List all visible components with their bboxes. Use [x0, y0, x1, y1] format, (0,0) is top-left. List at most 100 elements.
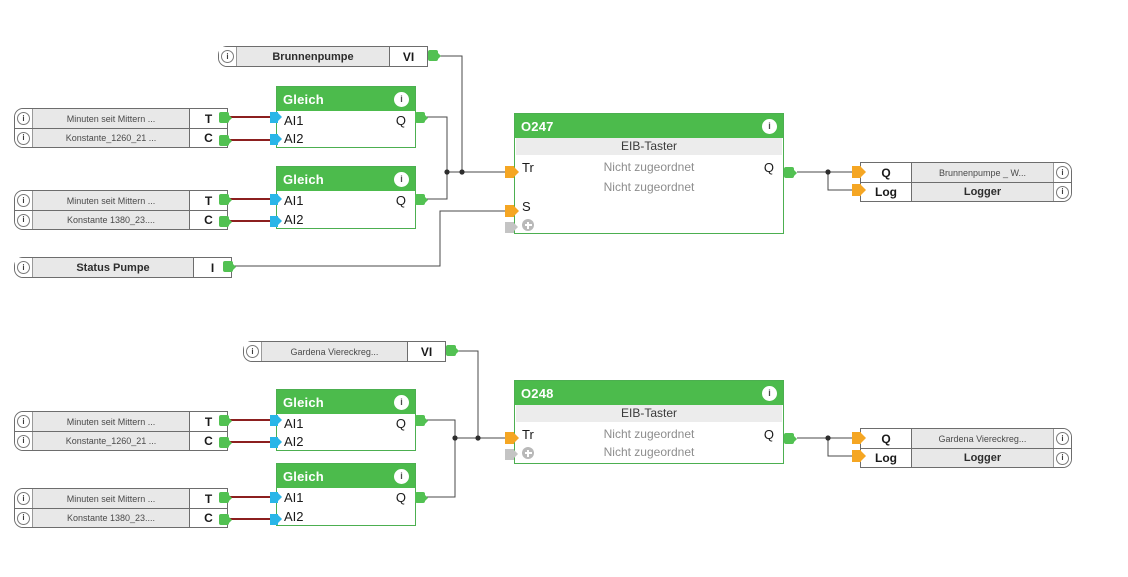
io-row[interactable]: i Konstante_1260_21 ... C — [15, 128, 227, 147]
input-connector[interactable] — [852, 184, 866, 196]
input-connector[interactable] — [270, 514, 282, 525]
output-connector[interactable] — [219, 112, 232, 123]
info-icon[interactable]: i — [17, 261, 30, 274]
io-row[interactable]: i Konstante 1380_23.... C — [15, 508, 227, 527]
output-connector[interactable] — [415, 415, 428, 426]
io-row[interactable]: i Minuten seit Mittern ... T — [15, 412, 227, 431]
output-connector[interactable] — [219, 194, 232, 205]
input-block-brunnenpumpe[interactable]: i Brunnenpumpe VI — [218, 46, 428, 67]
input-connector[interactable] — [270, 194, 282, 205]
output-pin-q[interactable]: Q — [763, 427, 774, 442]
output-connector[interactable] — [784, 433, 797, 444]
input-connector[interactable] — [505, 205, 519, 217]
io-row[interactable]: i Konstante 1380_23.... C — [15, 210, 227, 229]
info-icon[interactable]: i — [17, 213, 30, 227]
info-badge-container[interactable]: i — [244, 342, 261, 361]
function-block-o248[interactable]: O248 i EIB-Taster Nicht zugeordnet Nicht… — [514, 380, 784, 464]
info-icon[interactable]: i — [17, 112, 30, 125]
output-connector[interactable] — [415, 492, 428, 503]
function-block-gleich-1[interactable]: Gleich i AI1 AI2 Q — [276, 86, 416, 148]
input-block-gleich4-sources[interactable]: i Minuten seit Mittern ... T i Konstante… — [14, 488, 228, 528]
input-connector[interactable] — [270, 112, 282, 123]
info-icon[interactable]: i — [221, 50, 234, 63]
output-pin-q[interactable]: Q — [395, 193, 406, 208]
output-connector[interactable] — [219, 437, 232, 448]
output-connector[interactable] — [219, 514, 232, 525]
info-icon[interactable]: i — [394, 468, 409, 484]
info-badge-container[interactable]: i — [1053, 183, 1071, 201]
info-badge-container[interactable]: i — [15, 191, 32, 210]
function-block-gleich-3[interactable]: Gleich i AI1 AI2 Q — [276, 389, 416, 451]
io-row[interactable]: i Minuten seit Mittern ... T — [15, 191, 227, 210]
info-icon[interactable]: i — [762, 385, 777, 401]
input-connector[interactable] — [270, 415, 282, 426]
input-pin-ai2[interactable]: AI2 — [284, 212, 304, 227]
input-pin-ai2[interactable]: AI2 — [284, 434, 304, 449]
info-badge-container[interactable]: i — [1053, 429, 1071, 448]
output-pin-q[interactable]: Q — [395, 113, 406, 128]
block-header[interactable]: Gleich i — [277, 167, 415, 191]
input-connector[interactable] — [270, 492, 282, 503]
output-pin-q[interactable]: Q — [395, 490, 406, 505]
info-icon[interactable]: i — [762, 118, 777, 134]
output-block-gardena[interactable]: Q Gardena Viereckreg... i Log Logger i — [860, 428, 1072, 468]
io-row[interactable]: Log Logger i — [861, 182, 1071, 201]
input-connector[interactable] — [270, 437, 282, 448]
info-icon[interactable]: i — [17, 511, 30, 525]
info-badge-container[interactable]: i — [15, 129, 32, 147]
info-icon[interactable]: i — [394, 394, 409, 410]
input-connector[interactable] — [505, 432, 519, 444]
expand-icon[interactable] — [522, 447, 534, 459]
input-connector[interactable] — [270, 134, 282, 145]
info-badge-container[interactable]: i — [1053, 163, 1071, 182]
output-connector[interactable] — [446, 345, 459, 356]
io-row[interactable]: i Minuten seit Mittern ... T — [15, 109, 227, 128]
output-connector[interactable] — [223, 261, 236, 272]
info-badge-container[interactable]: i — [15, 432, 32, 450]
output-block-brunnenpumpe[interactable]: Q Brunnenpumpe _ W... i Log Logger i — [860, 162, 1072, 202]
input-pin-ai2[interactable]: AI2 — [284, 131, 304, 146]
info-badge-container[interactable]: i — [15, 258, 32, 277]
output-connector[interactable] — [219, 135, 232, 146]
input-pin-s[interactable]: S — [522, 199, 531, 214]
output-connector[interactable] — [219, 415, 232, 426]
input-connector-unused[interactable] — [505, 222, 518, 233]
info-icon[interactable]: i — [1056, 166, 1069, 179]
block-header[interactable]: Gleich i — [277, 87, 415, 111]
info-icon[interactable]: i — [17, 194, 30, 207]
info-icon[interactable]: i — [1056, 185, 1069, 199]
info-badge-container[interactable]: i — [1053, 449, 1071, 467]
io-row[interactable]: i Konstante_1260_21 ... C — [15, 431, 227, 450]
info-icon[interactable]: i — [17, 492, 30, 505]
input-pin-ai1[interactable]: AI1 — [284, 490, 304, 505]
output-connector[interactable] — [415, 112, 428, 123]
info-badge-container[interactable]: i — [15, 211, 32, 229]
info-icon[interactable]: i — [17, 131, 30, 145]
output-connector[interactable] — [219, 216, 232, 227]
io-row[interactable]: i Brunnenpumpe VI — [219, 47, 427, 66]
block-header[interactable]: Gleich i — [277, 464, 415, 488]
output-connector[interactable] — [219, 492, 232, 503]
output-connector[interactable] — [415, 194, 428, 205]
input-connector[interactable] — [852, 450, 866, 462]
info-badge-container[interactable]: i — [15, 412, 32, 431]
input-pin-tr[interactable]: Tr — [522, 427, 534, 442]
info-icon[interactable]: i — [394, 171, 409, 187]
output-connector[interactable] — [428, 50, 441, 61]
input-connector[interactable] — [505, 166, 519, 178]
info-icon[interactable]: i — [394, 91, 409, 107]
input-connector[interactable] — [270, 216, 282, 227]
block-header[interactable]: Gleich i — [277, 390, 415, 414]
block-header[interactable]: O248 i — [515, 381, 783, 405]
input-connector[interactable] — [852, 166, 866, 178]
output-pin-q[interactable]: Q — [763, 160, 774, 175]
io-row[interactable]: Q Gardena Viereckreg... i — [861, 429, 1071, 448]
info-icon[interactable]: i — [1056, 432, 1069, 445]
input-block-gleich1-sources[interactable]: i Minuten seit Mittern ... T i Konstante… — [14, 108, 228, 148]
info-icon[interactable]: i — [246, 345, 259, 358]
input-pin-tr[interactable]: Tr — [522, 160, 534, 175]
io-row[interactable]: Q Brunnenpumpe _ W... i — [861, 163, 1071, 182]
function-block-gleich-4[interactable]: Gleich i AI1 AI2 Q — [276, 463, 416, 526]
input-connector[interactable] — [852, 432, 866, 444]
input-pin-ai1[interactable]: AI1 — [284, 113, 304, 128]
